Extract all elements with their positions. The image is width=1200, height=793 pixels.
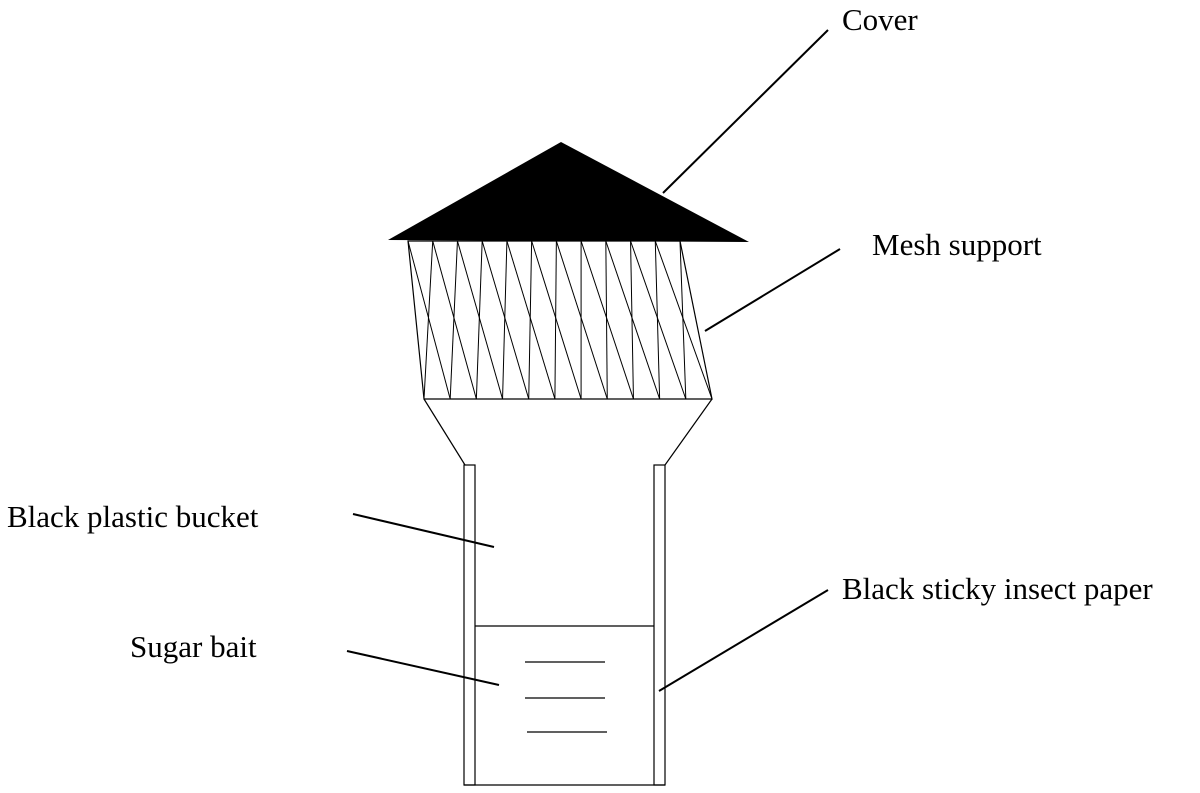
mesh-strand (423, 240, 434, 400)
sugar-bait-label: Sugar bait (130, 629, 257, 664)
mesh-strand (605, 240, 608, 400)
sugar-bait-shape (475, 625, 654, 733)
cover-label: Cover (842, 2, 918, 37)
mesh-strand (475, 240, 483, 400)
sugar-bait-leader-line (346, 650, 500, 686)
mesh-strand (456, 240, 504, 400)
mesh-strand (630, 240, 687, 400)
bucket-label: Black plastic bucket (7, 499, 259, 534)
mesh-strand (432, 240, 477, 400)
mesh-strand (605, 240, 661, 400)
mesh-strand (506, 240, 556, 400)
bucket-leader-line (352, 513, 495, 548)
bucket-shape (463, 464, 666, 786)
mesh-support-leader-line (704, 248, 841, 332)
mesh-support-shape (407, 240, 713, 400)
mesh-strand (580, 240, 634, 400)
mesh-strand (554, 240, 557, 400)
mesh-strand (481, 240, 530, 400)
mesh-strand (630, 240, 634, 400)
mesh-strand (654, 240, 713, 400)
mesh-support-label: Mesh support (872, 227, 1042, 262)
mesh-strand (679, 240, 687, 400)
sticky-paper-leader-line (658, 589, 829, 692)
mesh-strand (502, 240, 508, 400)
cover-shape (388, 142, 749, 242)
funnel-shape (423, 398, 713, 466)
mesh-strand (449, 240, 458, 400)
mesh-strand (654, 240, 661, 400)
cover-leader-line (662, 29, 829, 194)
mesh-net (407, 240, 713, 400)
mesh-strand (528, 240, 533, 400)
mesh-strand (531, 240, 582, 400)
mesh-strand (407, 240, 451, 400)
mesh-strand (555, 240, 608, 400)
sticky-paper-label: Black sticky insect paper (842, 571, 1153, 606)
